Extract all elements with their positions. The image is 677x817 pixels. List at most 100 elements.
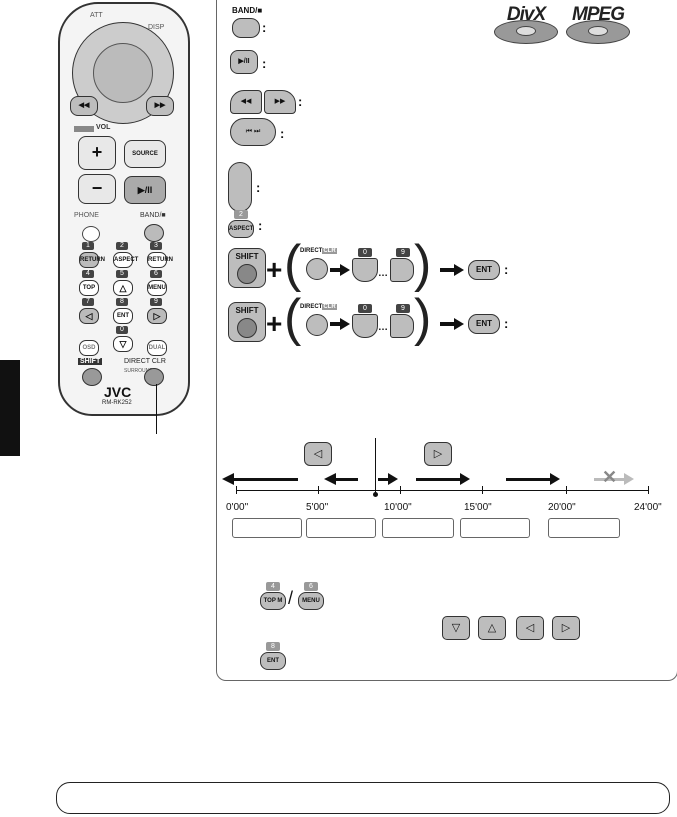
clr-text: CLR xyxy=(322,248,337,254)
prev-key[interactable]: ◁ xyxy=(304,442,332,466)
plus-sign-2: + xyxy=(266,308,283,339)
tick-10 xyxy=(400,486,401,494)
aspect-num: 2 xyxy=(234,210,248,219)
colon: : xyxy=(298,94,303,109)
return-key[interactable]: RETURN xyxy=(147,252,173,268)
arrow-bar xyxy=(330,268,342,272)
fwd-arrow-head-3 xyxy=(550,473,560,485)
ent-key[interactable]: ENT xyxy=(113,308,133,324)
tick-15 xyxy=(482,486,483,494)
nine-key[interactable] xyxy=(390,258,414,282)
num-0-tag: 0 xyxy=(358,248,372,257)
arrow-bar xyxy=(440,268,456,272)
rewind-button[interactable]: ◀◀ xyxy=(70,96,98,116)
zero-key[interactable] xyxy=(352,258,378,282)
direct-clr-button[interactable] xyxy=(144,368,164,386)
vol-up-button[interactable]: + xyxy=(78,136,116,170)
aspect-key[interactable]: ASPECT xyxy=(113,252,138,268)
osd-key[interactable]: OSD xyxy=(79,340,99,356)
band-stop-label: BAND/■ xyxy=(232,6,263,15)
down-key[interactable]: ▽ xyxy=(113,336,133,352)
segment-box-3 xyxy=(382,518,454,538)
key-2-num: 2 xyxy=(116,242,128,250)
disabled-arrow xyxy=(594,478,624,481)
nav-down-key[interactable]: ▽ xyxy=(442,616,470,640)
direct-text: DIRECT xyxy=(300,304,323,310)
arrow-head xyxy=(454,264,464,276)
ent-key-2[interactable]: ENT xyxy=(468,314,500,334)
top-menu-key[interactable]: TOP M xyxy=(260,592,286,610)
time-label-0: 0'00" xyxy=(226,502,249,513)
tick-0 xyxy=(236,486,237,494)
nav-up-key[interactable]: △ xyxy=(478,616,506,640)
key-4-num: 4 xyxy=(82,270,94,278)
shift-key-1[interactable]: SHIFT xyxy=(228,248,266,288)
up-key[interactable]: △ xyxy=(113,280,133,296)
plus-sign-1: + xyxy=(266,254,283,285)
ent-key-menu[interactable]: ENT xyxy=(260,652,286,670)
colon: : xyxy=(262,20,267,35)
left-paren-1: ( xyxy=(284,235,302,293)
cross-icon: ✕ xyxy=(602,467,618,487)
time-label-20: 20'00" xyxy=(548,502,576,513)
vol-label: VOL xyxy=(96,124,111,131)
left-paren-2: ( xyxy=(284,289,302,347)
skip-keys[interactable]: ⏮ ⏭ xyxy=(230,118,276,146)
direct-button-1[interactable] xyxy=(306,258,328,280)
language-tab xyxy=(0,360,20,456)
tick-20 xyxy=(566,486,567,494)
left-key[interactable]: ◁ xyxy=(79,308,99,324)
aspect-key[interactable]: ASPECT xyxy=(228,220,254,238)
zero-key[interactable] xyxy=(352,314,378,338)
band-stop-button[interactable] xyxy=(232,18,260,38)
arrow-head xyxy=(340,318,350,330)
right-key[interactable]: ▷ xyxy=(147,308,167,324)
forward-button[interactable]: ▶▶ xyxy=(146,96,174,116)
slash: / xyxy=(288,588,294,608)
nav-right-key[interactable]: ▷ xyxy=(552,616,580,640)
play-pause-key[interactable]: ▶/II xyxy=(230,50,258,74)
colon: : xyxy=(280,126,285,141)
play-pause-button[interactable]: ▶/II xyxy=(124,176,166,204)
phone-button[interactable] xyxy=(82,226,100,242)
tick-5 xyxy=(318,486,319,494)
menu-key[interactable]: MENU xyxy=(298,592,324,610)
model-label: RM-RK252 xyxy=(102,400,132,406)
surround-label: SURROUND xyxy=(124,368,153,374)
direct-button-2[interactable] xyxy=(306,314,328,336)
att-label: ATT xyxy=(90,12,103,19)
time-label-10: 10'00" xyxy=(384,502,412,513)
phone-label: PHONE xyxy=(74,212,99,219)
colon: : xyxy=(262,56,267,71)
top-menu-key[interactable]: TOP M xyxy=(79,280,99,305)
back-arrow-head-2 xyxy=(324,473,336,485)
arrow-head xyxy=(340,264,350,276)
current-position-dot xyxy=(373,492,378,497)
shift-key-2[interactable]: SHIFT xyxy=(228,302,266,342)
current-position-line xyxy=(375,438,376,496)
note-box xyxy=(56,782,670,814)
right-paren-2: ) xyxy=(414,289,432,347)
vol-down-button[interactable]: − xyxy=(78,174,116,204)
disabled-arrow-head xyxy=(624,473,634,485)
dual-key[interactable]: DUAL xyxy=(147,340,167,356)
back-arrow-head-1 xyxy=(222,473,234,485)
source-button[interactable]: SOURCE xyxy=(124,140,166,168)
content-panel xyxy=(216,0,677,681)
mpeg-disc-icon: MPEG xyxy=(566,4,630,44)
num-0-tag: 0 xyxy=(358,304,372,313)
colon: : xyxy=(258,218,263,233)
up-down-keys[interactable] xyxy=(228,162,252,212)
shift-button[interactable] xyxy=(82,368,102,386)
direct-clr-label: DIRECT CLR xyxy=(124,358,166,365)
nav-left-key[interactable]: ◁ xyxy=(516,616,544,640)
forward-key[interactable]: ▶▶ xyxy=(264,90,296,114)
band-button[interactable] xyxy=(144,224,164,242)
ent-key-1[interactable]: ENT xyxy=(468,260,500,280)
nine-key[interactable] xyxy=(390,314,414,338)
rewind-key[interactable]: ◀◀ xyxy=(230,90,262,114)
direct-label-2: DIRECTCLR xyxy=(300,304,337,310)
next-key[interactable]: ▷ xyxy=(424,442,452,466)
return-key-1[interactable]: RETURN xyxy=(79,252,105,268)
menu-key[interactable]: MENU xyxy=(147,280,167,296)
